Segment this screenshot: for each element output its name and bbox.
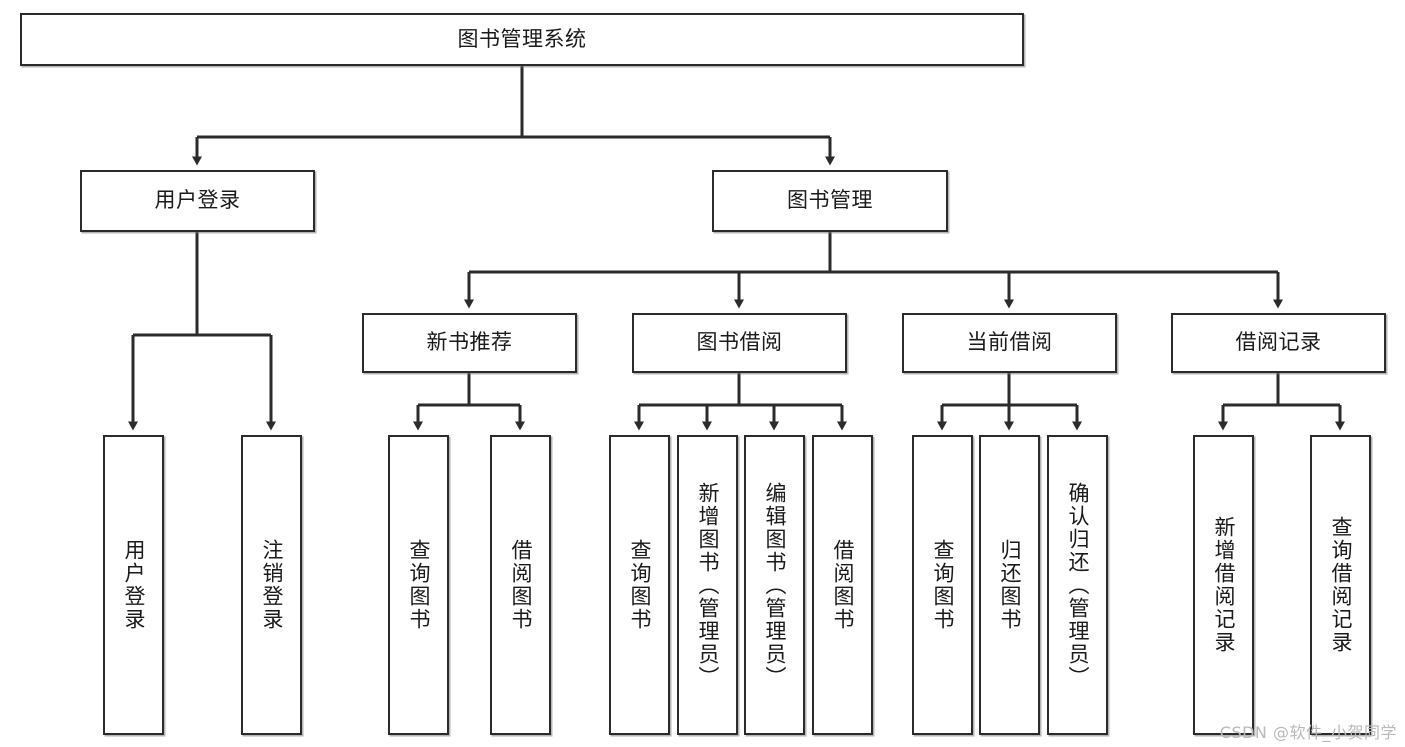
node-leaf-return-book-label: 归还图书: [998, 539, 1022, 631]
node-leaf-add-book-label: 新增图书（管理员）: [696, 481, 720, 689]
node-book-manage-label: 图书管理: [787, 188, 873, 213]
node-leaf-user-login[interactable]: 用户登录: [103, 435, 164, 735]
node-leaf-query-book-1-label: 查询图书: [407, 539, 431, 631]
node-leaf-borrow-book-2[interactable]: 借阅图书: [812, 435, 873, 735]
node-root[interactable]: 图书管理系统: [20, 13, 1024, 66]
node-leaf-edit-book-label: 编辑图书（管理员）: [763, 481, 787, 689]
node-current-borrow[interactable]: 当前借阅: [902, 313, 1117, 373]
node-leaf-add-book[interactable]: 新增图书（管理员）: [677, 435, 738, 735]
node-leaf-query-book-1[interactable]: 查询图书: [388, 435, 449, 735]
node-leaf-query-record-label: 查询借阅记录: [1329, 516, 1353, 654]
node-leaf-borrow-book-1-label: 借阅图书: [509, 539, 533, 631]
node-new-book-rec-label: 新书推荐: [426, 330, 513, 355]
node-leaf-query-book-2[interactable]: 查询图书: [609, 435, 670, 735]
node-leaf-borrow-book-1[interactable]: 借阅图书: [490, 435, 551, 735]
node-leaf-logout[interactable]: 注销登录: [241, 435, 302, 735]
node-leaf-query-book-3[interactable]: 查询图书: [912, 435, 973, 735]
watermark-text: CSDN @软件_小贺同学: [1219, 723, 1397, 742]
node-new-book-rec[interactable]: 新书推荐: [362, 313, 577, 373]
node-leaf-return-book[interactable]: 归还图书: [979, 435, 1040, 735]
node-leaf-add-record[interactable]: 新增借阅记录: [1193, 435, 1254, 735]
node-book-borrow[interactable]: 图书借阅: [632, 313, 847, 373]
node-leaf-edit-book[interactable]: 编辑图书（管理员）: [744, 435, 805, 735]
node-current-borrow-label: 当前借阅: [966, 330, 1053, 355]
node-user-login[interactable]: 用户登录: [80, 170, 315, 232]
node-leaf-query-record[interactable]: 查询借阅记录: [1310, 435, 1371, 735]
node-leaf-confirm-return[interactable]: 确认归还（管理员）: [1047, 435, 1108, 735]
node-book-borrow-label: 图书借阅: [696, 330, 783, 355]
node-borrow-record[interactable]: 借阅记录: [1171, 313, 1386, 373]
node-leaf-query-book-3-label: 查询图书: [931, 539, 955, 631]
node-root-label: 图书管理系统: [457, 26, 587, 51]
node-book-manage[interactable]: 图书管理: [712, 170, 948, 232]
node-leaf-borrow-book-2-label: 借阅图书: [831, 539, 855, 631]
node-leaf-confirm-return-label: 确认归还（管理员）: [1066, 481, 1090, 689]
node-leaf-logout-label: 注销登录: [260, 539, 284, 631]
node-user-login-label: 用户登录: [154, 188, 241, 213]
node-borrow-record-label: 借阅记录: [1235, 330, 1322, 355]
node-leaf-query-book-2-label: 查询图书: [628, 539, 652, 631]
node-leaf-user-login-label: 用户登录: [122, 539, 146, 631]
node-leaf-add-record-label: 新增借阅记录: [1212, 516, 1236, 654]
